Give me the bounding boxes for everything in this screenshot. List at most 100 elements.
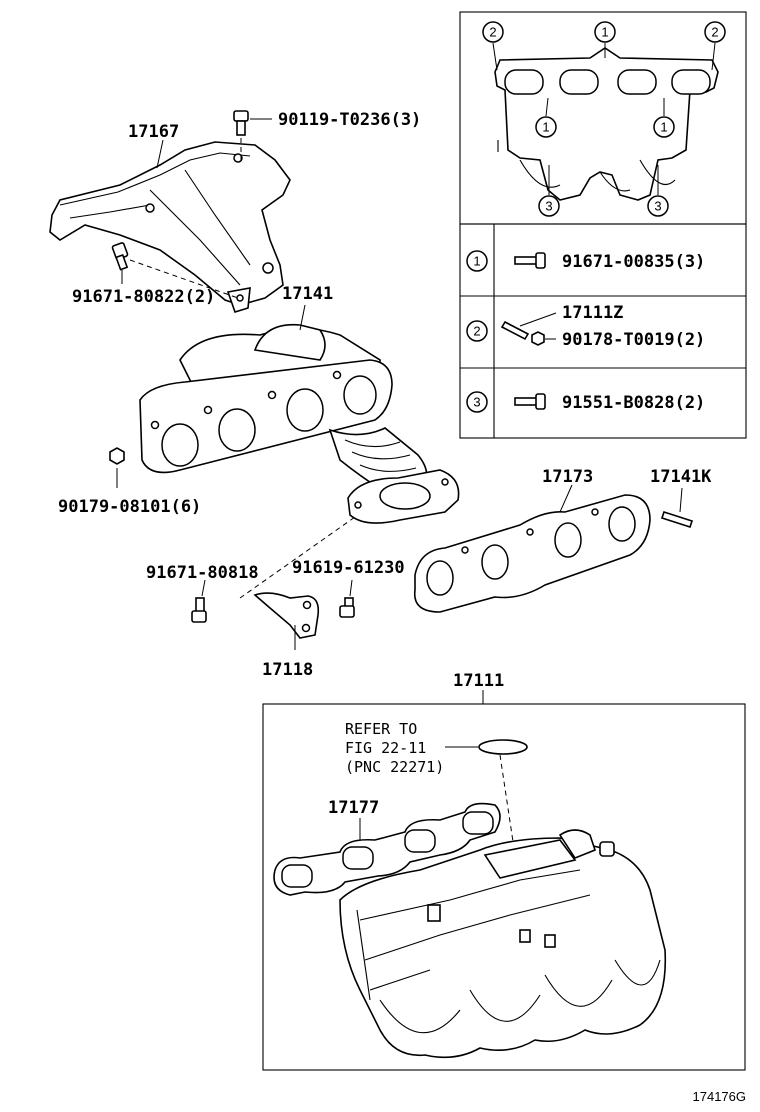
flange-stud-hole: [203, 405, 213, 415]
refer-note-line2: FIG 22-11: [345, 739, 426, 757]
label-91671-80818: 91671-80818: [146, 563, 259, 583]
gasket-port: [281, 864, 313, 888]
leader-17173: [559, 484, 573, 513]
inset-callout-label: 2: [489, 25, 496, 40]
insulator-hole: [236, 294, 244, 302]
legend-part-number: 91551-B0828(2): [562, 393, 705, 413]
bolt-90119: [233, 110, 272, 160]
intake-boss: [558, 829, 596, 859]
bolt-shank: [236, 120, 246, 136]
leader-bolt: [201, 579, 206, 597]
label-17173: 17173: [542, 467, 593, 487]
legend-key-circle: [466, 320, 488, 342]
label-91619-61230: 91619-61230: [292, 558, 405, 578]
stay-dash-line: [239, 516, 356, 599]
stud-shape: [660, 510, 694, 529]
leader-17141k: [679, 487, 683, 513]
dash-line: [129, 259, 239, 299]
stud-17141k: [660, 487, 694, 529]
legend-row-2: 2 17111Z 90178-T0019(2): [466, 303, 705, 350]
legend-leader: [519, 312, 557, 327]
label-17167: 17167: [128, 122, 179, 142]
inset-callout: 3: [538, 195, 560, 217]
intake-fitting: [519, 929, 531, 943]
insulator-hole: [233, 153, 243, 163]
label-17118: 17118: [262, 660, 313, 680]
legend-key-label: 3: [473, 395, 480, 410]
bolt-shank: [115, 253, 129, 271]
inset-callout: 1: [535, 116, 557, 138]
manifold-port-3: [286, 388, 324, 432]
legend-key-circle: [466, 250, 488, 272]
legend-part-number: 90178-T0019(2): [562, 330, 705, 350]
bolt-91671-80822: [111, 242, 239, 299]
inset-callout-label: 1: [542, 120, 549, 135]
intake-fitting: [599, 841, 615, 857]
stud-icon: [500, 320, 530, 341]
manifold-pipe: [253, 323, 326, 361]
inset-callout-label: 3: [654, 199, 661, 214]
inset-callout: 1: [594, 21, 616, 43]
gasket-hole: [461, 546, 469, 554]
intake-runner-curves: [379, 959, 661, 1034]
nut-90179: [109, 447, 125, 488]
inset-callout-label: 1: [660, 120, 667, 135]
intake-throttle-flange: [483, 839, 577, 879]
heat-insulator-ribs: [59, 152, 251, 286]
intake-body: [339, 837, 667, 1059]
legend-row-1: 1 91671-00835(3): [466, 250, 705, 272]
gasket-port-3: [554, 522, 582, 558]
intake-edge: [356, 909, 371, 1001]
inset-flange-outline: [494, 47, 719, 201]
legend-part-number: 91671-00835(3): [562, 252, 705, 272]
legend-key-circle: [466, 391, 488, 413]
label-17177: 17177: [328, 798, 379, 818]
inset-port-4: [671, 69, 711, 95]
inset-runner-curves: [519, 159, 676, 192]
inset-callout-label: 2: [711, 25, 718, 40]
gasket-port-1: [426, 560, 454, 596]
inset-callout: 1: [653, 116, 675, 138]
nut-shape: [109, 447, 125, 465]
inset-leader: [711, 42, 716, 71]
refer-note-line3: (PNC 22271): [345, 758, 444, 776]
heat-insulator-body: [49, 141, 291, 306]
outlet-port: [379, 482, 431, 510]
figure-id: 174176G: [693, 1089, 747, 1104]
outlet-hole: [441, 478, 449, 486]
manifold-port-4: [343, 375, 377, 415]
manifold-flange: [139, 359, 393, 474]
gasket-port-4: [608, 506, 636, 542]
legend-key-label: 2: [473, 324, 480, 339]
inset-leader: [545, 97, 549, 117]
legend-key-label: 1: [473, 254, 480, 269]
insulator-hole: [262, 262, 274, 274]
gasket-hole: [526, 528, 534, 536]
collector-bellows: [344, 439, 417, 472]
legend-frame: [459, 223, 747, 439]
intake-gasket: [273, 802, 501, 896]
inset-port-3: [617, 69, 657, 95]
gasket-port: [404, 829, 436, 853]
legend-row-3: 3 91551-B0828(2): [466, 391, 705, 413]
legend-table: 1 91671-00835(3) 2 17111Z 90178-T0019(2): [459, 223, 747, 439]
exhaust-manifold: [139, 304, 460, 524]
oring-dash-line: [499, 754, 516, 856]
gasket-outline: [413, 494, 651, 613]
intake-fitting: [427, 904, 441, 922]
gasket-port-2: [481, 544, 509, 580]
nut-icon: [531, 331, 545, 346]
bolt-91619-61230: [339, 579, 355, 618]
bolt-head: [233, 110, 249, 122]
inset-callout: 2: [704, 21, 726, 43]
label-90179-08101: 90179-08101(6): [58, 497, 201, 517]
inset-callout-label: 3: [545, 199, 552, 214]
bolt-shank: [195, 597, 205, 613]
flange-stud-hole: [332, 370, 342, 380]
legend-part-number: 17111Z: [562, 303, 623, 323]
leader-17141: [299, 304, 306, 331]
inset-callout: 2: [482, 21, 504, 43]
stay-hole: [301, 623, 311, 633]
bolt-head: [191, 610, 207, 623]
